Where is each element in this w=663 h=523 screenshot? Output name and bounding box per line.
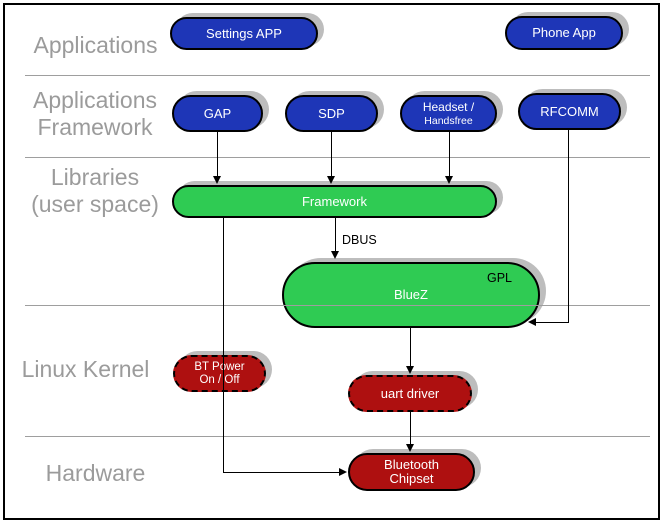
- arrowhead-uart-chipset: [406, 444, 414, 452]
- node-phone-app: Phone App: [505, 16, 623, 50]
- divider-applications: [25, 75, 650, 76]
- edge-framework-bluez: [335, 218, 336, 253]
- node-gap: GAP: [172, 95, 263, 132]
- edge-label-dbus: DBUS: [342, 233, 377, 247]
- layer-label-linux-kernel: Linux Kernel: [8, 356, 163, 383]
- layer-label-text: Linux Kernel: [21, 356, 150, 382]
- layer-label-text: Libraries: [50, 164, 140, 190]
- edge-framework-chipset-horizontal: [223, 472, 340, 473]
- node-label: BlueZ: [394, 287, 428, 302]
- layer-label-libraries: Libraries (user space): [10, 164, 180, 218]
- node-label-line2: Handsfree: [424, 114, 473, 127]
- layer-label-text: Applications: [33, 32, 158, 58]
- edge-gap-framework: [217, 132, 218, 178]
- diagram-border: [3, 3, 660, 520]
- node-label-line2: Chipset: [389, 471, 434, 486]
- arrowhead-sdp-framework: [327, 176, 335, 184]
- edge-rfcomm-bluez-vertical: [568, 130, 569, 323]
- edge-uart-chipset: [410, 412, 411, 446]
- node-rfcomm: RFCOMM: [518, 93, 621, 130]
- edge-framework-chipset-vertical: [223, 218, 224, 472]
- edge-bluez-uart: [410, 328, 411, 368]
- node-label: uart driver: [380, 385, 440, 401]
- node-settings-app: Settings APP: [170, 17, 318, 50]
- node-sdp: SDP: [285, 95, 378, 132]
- node-label: RFCOMM: [540, 103, 599, 119]
- node-label-line1: Bluetooth: [384, 457, 439, 472]
- layer-label-text: Framework: [37, 114, 153, 140]
- edge-sdp-framework: [331, 132, 332, 178]
- node-label-line1: Headset /: [422, 99, 475, 114]
- node-label: GAP: [203, 105, 232, 121]
- arrowhead-headset-framework: [445, 176, 453, 184]
- node-bt-power: BT Power On / Off: [173, 355, 266, 392]
- layer-label-applications-framework: Applications Framework: [15, 87, 175, 141]
- node-bluetooth-chipset: Bluetooth Chipset: [348, 453, 475, 491]
- node-framework: Framework: [172, 185, 497, 218]
- layer-label-text: Applications: [32, 87, 158, 113]
- node-label: SDP: [318, 105, 345, 121]
- gpl-badge: GPL: [486, 271, 512, 285]
- layer-label-text: (user space): [31, 191, 159, 217]
- divider-libraries: [25, 305, 650, 306]
- node-label-line2: On / Off: [199, 373, 240, 386]
- layer-label-applications: Applications: [18, 32, 173, 59]
- node-label: Settings APP: [206, 25, 282, 41]
- node-uart-driver: uart driver: [348, 375, 472, 412]
- node-headset-handsfree: Headset / Handsfree: [400, 95, 497, 132]
- arrowhead-framework-chipset: [339, 468, 347, 476]
- arrowhead-gap-framework: [213, 176, 221, 184]
- layer-label-text: Hardware: [45, 460, 146, 486]
- edge-headset-framework: [449, 132, 450, 178]
- edge-rfcomm-bluez-horizontal: [533, 322, 569, 323]
- layer-label-hardware: Hardware: [18, 460, 173, 487]
- node-label: Phone App: [532, 25, 596, 40]
- divider-app-framework: [25, 157, 650, 158]
- node-label-line1: BT Power: [194, 360, 245, 373]
- divider-kernel: [25, 436, 650, 437]
- node-bluez: GPL BlueZ: [282, 262, 540, 328]
- arrowhead-framework-bluez: [331, 251, 339, 259]
- arrowhead-bluez-uart: [406, 366, 414, 374]
- arrowhead-rfcomm-bluez: [528, 318, 536, 326]
- node-label: Framework: [301, 193, 367, 209]
